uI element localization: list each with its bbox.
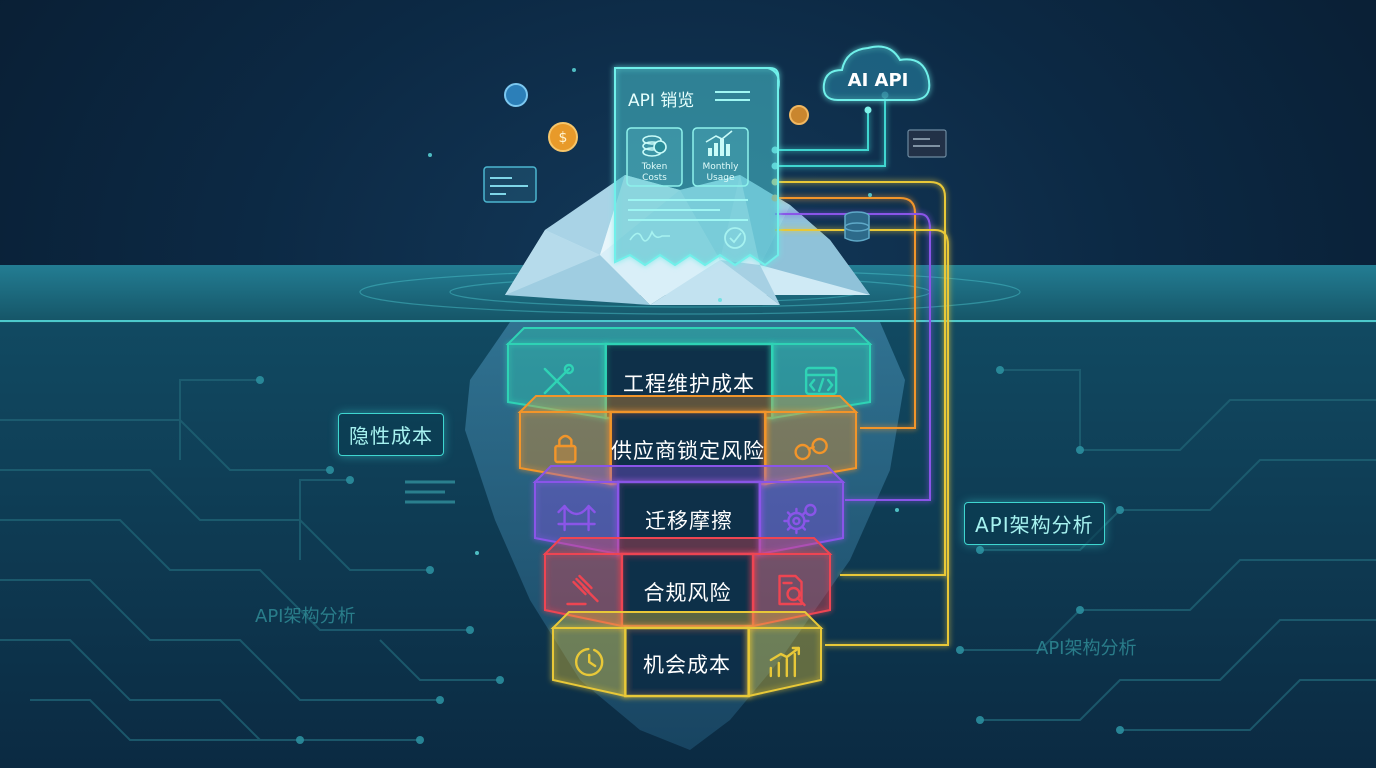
cost-layer bbox=[532, 465, 846, 556]
receipt-lines bbox=[628, 91, 750, 221]
handcuffs-icon bbox=[794, 437, 828, 461]
monthly-usage-line-1: Monthly bbox=[702, 162, 739, 172]
sparkles bbox=[428, 68, 899, 555]
coins-icon bbox=[642, 135, 667, 157]
layer-top-face bbox=[550, 611, 824, 629]
clock-icon bbox=[574, 647, 604, 677]
layer-front-face bbox=[609, 410, 767, 486]
layer-label: 供应商锁定风险 bbox=[610, 439, 765, 463]
padlock-icon bbox=[554, 434, 577, 464]
receipt-title: API 销览 bbox=[628, 91, 695, 111]
ghost-label-right: API架构分析 bbox=[1036, 638, 1137, 659]
gears-icon bbox=[783, 503, 817, 535]
monthly-usage-line-2: Usage bbox=[706, 173, 735, 183]
layer-label: 合规风险 bbox=[643, 581, 732, 605]
layer-label: 迁移摩擦 bbox=[644, 509, 733, 533]
gavel-icon bbox=[566, 574, 599, 606]
cost-layer bbox=[517, 395, 859, 486]
floating-coin-small bbox=[789, 105, 809, 125]
ghost-label-left: API架构分析 bbox=[255, 606, 356, 627]
circuit-nodes-right bbox=[956, 366, 1124, 734]
code-window-icon bbox=[804, 366, 838, 396]
cost-layer bbox=[550, 611, 824, 698]
document-search-icon bbox=[778, 574, 806, 607]
layer-front-face bbox=[624, 626, 750, 698]
dash-marks bbox=[405, 480, 455, 504]
connector-lines bbox=[775, 95, 949, 646]
code-window-icon-right bbox=[907, 129, 947, 158]
cost-layers bbox=[505, 327, 873, 698]
circuit-traces-right bbox=[960, 369, 1376, 731]
layer-label: 机会成本 bbox=[642, 653, 731, 677]
layer-top-face bbox=[517, 395, 859, 413]
circuit-nodes-left bbox=[256, 376, 504, 744]
cloud-label: AI API bbox=[847, 70, 909, 91]
cost-layer bbox=[505, 327, 873, 420]
hidden-cost-tag: 隐性成本 bbox=[338, 413, 444, 456]
monthly-usage-tile bbox=[692, 127, 749, 187]
layer-top-face bbox=[532, 465, 846, 483]
layer-right-face bbox=[752, 553, 831, 628]
circuit-traces-left bbox=[0, 379, 500, 741]
bridge-icon bbox=[557, 504, 596, 532]
layer-label: 工程维护成本 bbox=[622, 372, 755, 396]
layer-front-face bbox=[604, 342, 774, 420]
layer-right-face bbox=[771, 343, 871, 420]
token-costs-line-2: Costs bbox=[642, 173, 667, 183]
code-window-icon-left bbox=[483, 166, 537, 203]
layer-top-face bbox=[505, 327, 873, 345]
tools-icon bbox=[543, 363, 575, 395]
svg-text:$: $ bbox=[559, 130, 568, 146]
floating-coin-blue bbox=[504, 83, 528, 107]
token-costs-tile bbox=[626, 127, 683, 187]
cost-layer bbox=[542, 537, 833, 628]
database-icon bbox=[844, 211, 870, 242]
cloud-icon bbox=[822, 45, 931, 101]
layer-top-face bbox=[542, 537, 833, 555]
layer-front-face bbox=[620, 552, 755, 628]
layer-right-face bbox=[758, 481, 844, 556]
growth-chart-icon bbox=[769, 646, 801, 678]
check-stamp-icon bbox=[724, 227, 746, 249]
api-receipt-card bbox=[614, 67, 780, 267]
connector-dots bbox=[771, 91, 889, 202]
layer-right-face bbox=[747, 627, 822, 698]
floating-coin-gold: $ bbox=[548, 122, 578, 152]
layer-front-face bbox=[616, 480, 762, 556]
token-costs-line-1: Token bbox=[641, 162, 668, 172]
bar-chart-icon bbox=[705, 130, 733, 156]
api-analysis-tag: API架构分析 bbox=[964, 502, 1105, 545]
signature-mark bbox=[629, 230, 670, 242]
